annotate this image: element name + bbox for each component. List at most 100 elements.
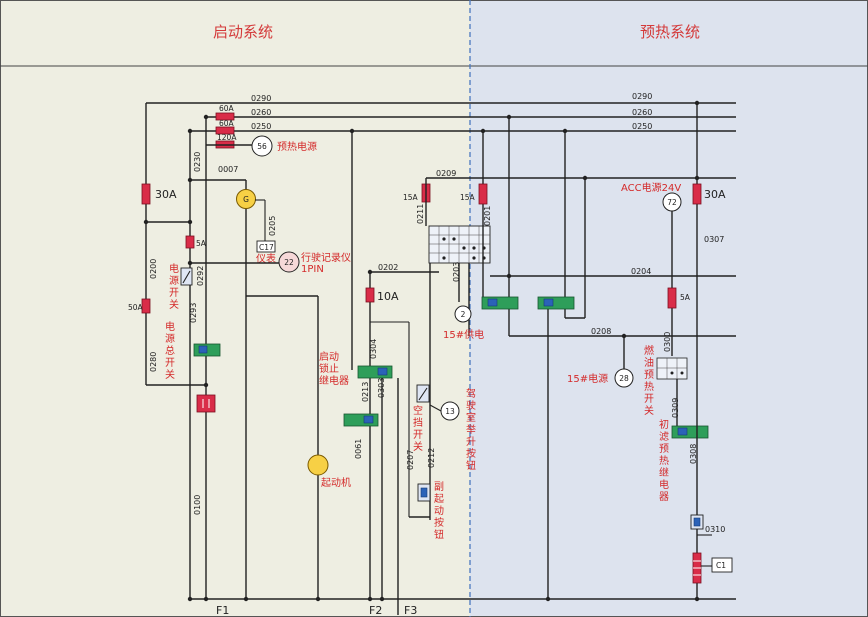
prefilter-c1: 滤 <box>659 430 669 443</box>
fuel-switch-contact-2 <box>680 371 684 375</box>
wire-0061-label: 0061 <box>354 439 363 459</box>
battery-fuse <box>196 394 216 413</box>
wire-0290-label: 0290 <box>251 94 271 103</box>
start-system-title: 启动系统 <box>213 23 273 41</box>
junction-dots <box>143 100 700 602</box>
start-lock-relay-l1: 锁止 <box>319 362 339 375</box>
fuse-30a-right <box>692 183 702 205</box>
fuel-switch-c1: 油 <box>644 356 654 369</box>
fuse-10a-label: 10A <box>377 290 399 303</box>
main-switch-c4: 关 <box>165 368 175 381</box>
wire-0230-label: 0230 <box>193 152 202 172</box>
ignition-switch-grid <box>429 226 490 263</box>
cab-lift-c3: 举 <box>466 423 476 436</box>
wire-0308-label: 0308 <box>689 444 698 464</box>
wire-0204-label: 0204 <box>631 267 651 276</box>
connector-2 <box>454 305 472 323</box>
connector-c1 <box>711 557 733 573</box>
fuel-preheat-switch <box>656 357 688 380</box>
main-switch-c3: 开 <box>165 358 175 369</box>
wire-0205-label: 0205 <box>268 216 277 236</box>
fuse-60a-1-label: 60A <box>219 104 235 113</box>
fuse-30a-right-label: 30A <box>704 188 726 201</box>
wire-0250-label: 0250 <box>251 122 271 131</box>
connector-13-num: 13 <box>445 407 455 416</box>
start-lock-relay-l0: 启动 <box>319 350 339 363</box>
prefilter-c5: 电 <box>659 478 669 491</box>
neutral-switch-c2: 开 <box>413 430 423 441</box>
wire-0309-label: 0309 <box>671 398 680 418</box>
connector-56-num: 56 <box>257 142 267 151</box>
fuse-30a-left <box>141 183 151 205</box>
fuel-switch-c3: 热 <box>644 380 654 393</box>
wire-0211-label: 0211 <box>416 204 425 224</box>
wire-0292-label: 0292 <box>196 266 205 286</box>
connector-c17-label: C17 <box>259 243 274 252</box>
fuel-switch-c4: 开 <box>644 394 654 405</box>
starter-label: 起动机 <box>321 476 351 489</box>
wire-0209-label: 0209 <box>436 169 456 178</box>
connector-28 <box>614 368 634 388</box>
wire-0290-label-right: 0290 <box>632 92 652 101</box>
ground-f1-label: F1 <box>216 604 229 617</box>
cab-lift-c2: 室 <box>466 411 476 424</box>
ground-f3-label: F3 <box>404 604 417 617</box>
wire-0207-label: 0207 <box>406 450 415 470</box>
starter-motor <box>307 454 329 476</box>
acc-power-label: ACC电源24V <box>621 181 681 194</box>
fuse-15a-1-label: 15A <box>403 193 419 202</box>
connector-28-num: 28 <box>619 374 629 383</box>
connector-72-num: 72 <box>667 198 677 207</box>
wire-0202-label: 0202 <box>378 263 398 272</box>
start-lock-relay-2-coil <box>363 415 374 424</box>
wire-0307-label: 0307 <box>704 235 724 244</box>
ground-f2-label: F2 <box>369 604 382 617</box>
cab-lift-c1: 驶 <box>466 399 476 412</box>
preheat-relay-2-coil <box>543 298 554 307</box>
connector-c17 <box>256 240 276 253</box>
wire-0260-label: 0260 <box>251 108 271 117</box>
cab-lift-c0: 驾 <box>466 388 476 400</box>
connector-72 <box>662 192 682 212</box>
aux-start-c0: 副 <box>434 481 444 493</box>
fuse-5a-left <box>185 235 195 249</box>
preheat-system-panel <box>470 0 868 617</box>
power-switch-c2: 开 <box>169 288 179 299</box>
fuel-switch-contact-1 <box>670 371 674 375</box>
prefilter-c6: 器 <box>659 491 669 503</box>
fuse-60a-2-label: 60A <box>219 119 235 128</box>
connector-2-num: 2 <box>461 310 466 319</box>
preheat-system-title: 预热系统 <box>640 23 700 41</box>
fuse-5a-right-label: 5A <box>680 293 691 302</box>
fuse-120a-label: 120A <box>217 133 237 142</box>
neutral-switch-c0: 空 <box>413 404 423 417</box>
fuse-5a-right <box>667 287 677 309</box>
wire-0310-label: 0310 <box>705 525 725 534</box>
fuse-60a-1 <box>215 112 235 121</box>
start-lock-relay-l2: 继电器 <box>319 374 349 387</box>
wire-0293-label: 0293 <box>189 303 198 323</box>
preheat-relay-1-coil <box>487 298 498 307</box>
supply15-label: 15#供电 <box>443 328 484 341</box>
fuel-switch-c2: 预 <box>644 369 654 381</box>
wire-0100-label: 0100 <box>193 495 202 515</box>
aux-start-c1: 起 <box>434 493 444 505</box>
fuse-60a-2 <box>215 126 235 135</box>
preheat-power-label: 预热电源 <box>277 140 317 153</box>
alternator <box>236 189 256 209</box>
wire-0201-label: 0201 <box>483 206 492 226</box>
main-switch-c2: 总 <box>165 344 175 357</box>
wire-0212-label: 0212 <box>427 448 436 468</box>
power-switch-c3: 关 <box>169 298 179 311</box>
start-lock-relay-1-coil <box>377 367 388 376</box>
connector-22-num: 22 <box>284 258 294 267</box>
fuse-50a-label: 50A <box>128 303 144 312</box>
fuel-switch-c5: 关 <box>644 404 654 417</box>
wire-0203-label: 0203 <box>452 262 461 282</box>
recorder-label-2: 1PIN <box>301 264 324 275</box>
cab-lift-c4: 升 <box>466 436 476 448</box>
aux-start-c4: 钮 <box>434 528 444 541</box>
fuse-15a-2 <box>478 183 488 205</box>
prefilter-c4: 继 <box>659 466 669 479</box>
preheat-switch-element-icon <box>693 517 701 527</box>
